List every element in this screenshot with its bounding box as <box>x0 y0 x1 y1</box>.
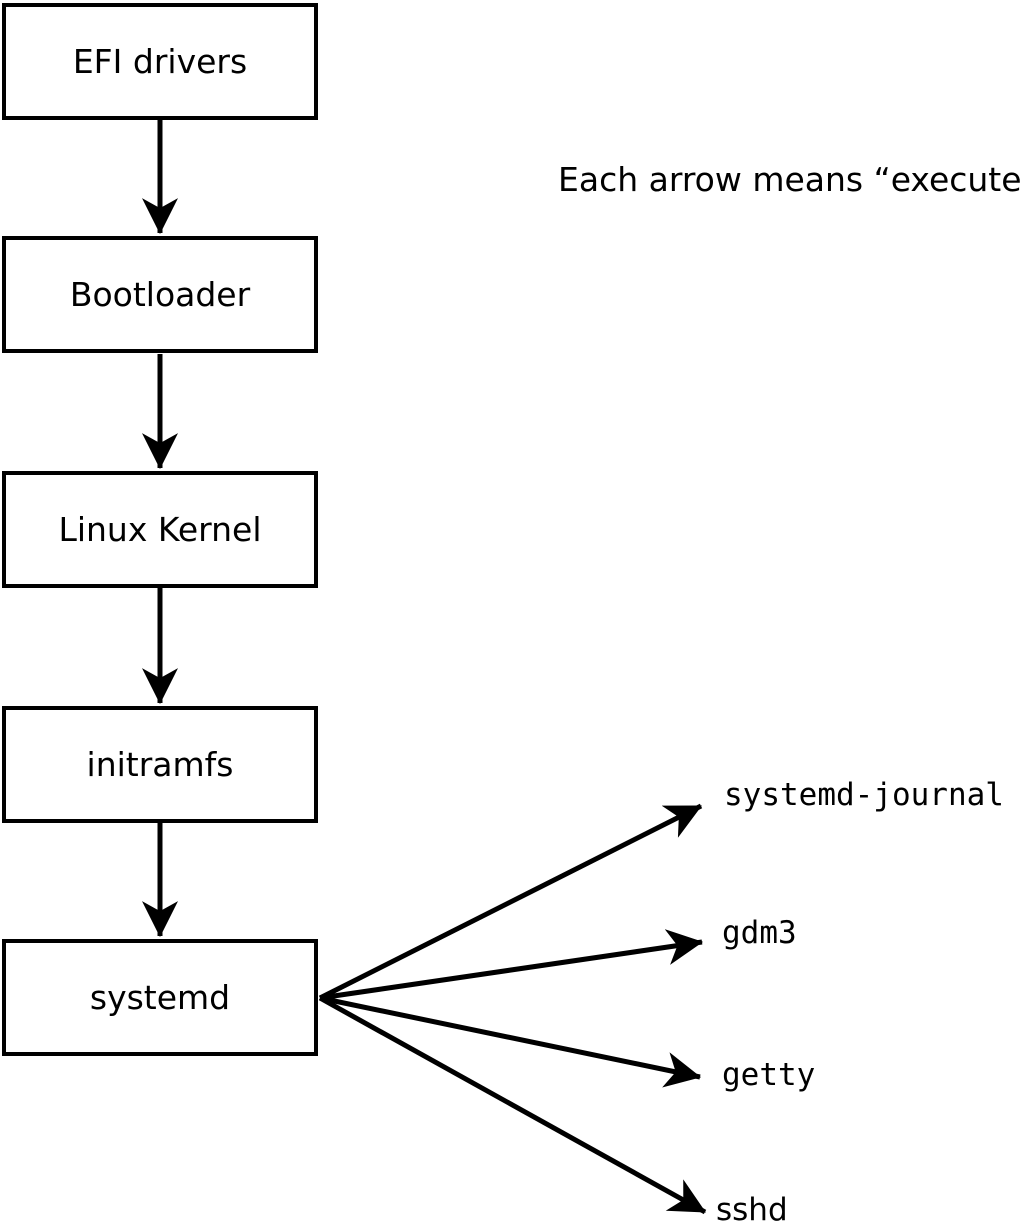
node-bootloader-label: Bootloader <box>69 275 251 314</box>
process-label-sshd: sshd <box>716 1192 788 1228</box>
node-linux-kernel-label: Linux Kernel <box>58 510 262 549</box>
arrow-systemd-to-systemd-journal <box>318 803 703 1001</box>
node-efi-drivers: EFI drivers <box>2 3 318 120</box>
node-bootloader: Bootloader <box>2 236 318 353</box>
process-label-gdm3: gdm3 <box>722 915 797 951</box>
node-initramfs: initramfs <box>2 706 318 823</box>
arrow-systemd-to-gdm3 <box>319 929 704 1001</box>
node-efi-drivers-label: EFI drivers <box>72 42 248 81</box>
node-systemd: systemd <box>2 939 318 1056</box>
arrow-systemd-to-getty <box>319 995 702 1088</box>
process-label-getty: getty <box>722 1057 816 1093</box>
arrow-systemd-to-sshd <box>318 995 707 1215</box>
node-initramfs-label: initramfs <box>86 745 234 784</box>
node-systemd-label: systemd <box>89 978 231 1017</box>
node-linux-kernel: Linux Kernel <box>2 471 318 588</box>
process-label-systemd-journal: systemd-journal <box>724 777 1004 813</box>
arrow-meaning-note: Each arrow means “executes”. <box>558 160 1023 199</box>
